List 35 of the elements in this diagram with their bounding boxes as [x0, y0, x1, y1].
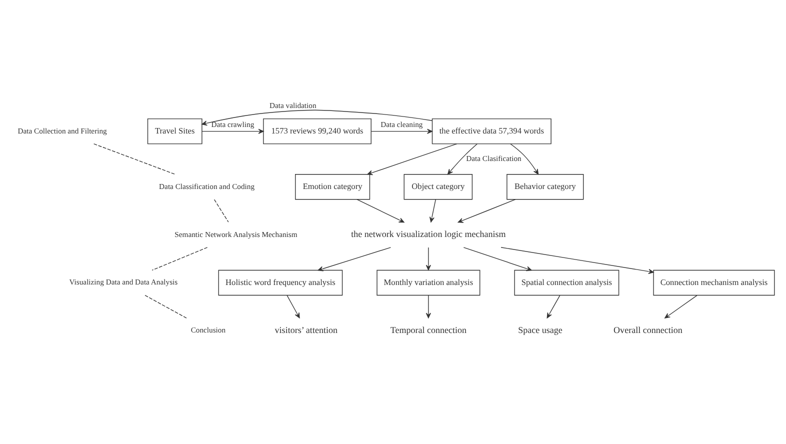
node-text: Data Collection and Filtering	[18, 126, 107, 135]
arrow	[429, 198, 436, 222]
edge-label: Data validation	[270, 100, 316, 110]
edge-label: Data cleaning	[380, 120, 423, 129]
arrow	[367, 143, 458, 175]
edge-label: Data Clasification	[466, 154, 522, 163]
connector	[144, 294, 187, 318]
arrow	[463, 246, 532, 271]
node-text: Overall connection	[614, 324, 682, 335]
arrow	[202, 109, 432, 126]
node-text: Space usage	[518, 324, 562, 335]
arrow	[510, 143, 539, 174]
node-text: visitors’ attention	[274, 324, 338, 335]
arrow	[500, 246, 654, 274]
arrow	[447, 143, 478, 174]
connector	[152, 246, 208, 270]
node-text: Visualizing Data and Data Analysis	[69, 277, 178, 286]
arrow	[426, 294, 431, 318]
connector	[214, 198, 229, 222]
node-text: the network visualization logic mechanism	[351, 228, 506, 239]
edge-label: Data crawling	[211, 120, 254, 129]
node-text: Data Classification and Coding	[159, 181, 255, 190]
node-text: Conclusion	[190, 325, 226, 334]
arrow	[664, 294, 698, 318]
arrow	[318, 246, 392, 271]
arrow	[426, 246, 431, 270]
node-text: Semantic Network Analysis Mechanism	[174, 229, 298, 238]
arrow	[286, 294, 300, 318]
arrow	[202, 128, 264, 134]
arrow	[458, 198, 516, 222]
arrow	[356, 198, 404, 222]
node-text: Temporal connection	[390, 324, 467, 335]
arrow	[370, 128, 433, 134]
connector	[93, 143, 176, 174]
arrow	[546, 294, 560, 318]
